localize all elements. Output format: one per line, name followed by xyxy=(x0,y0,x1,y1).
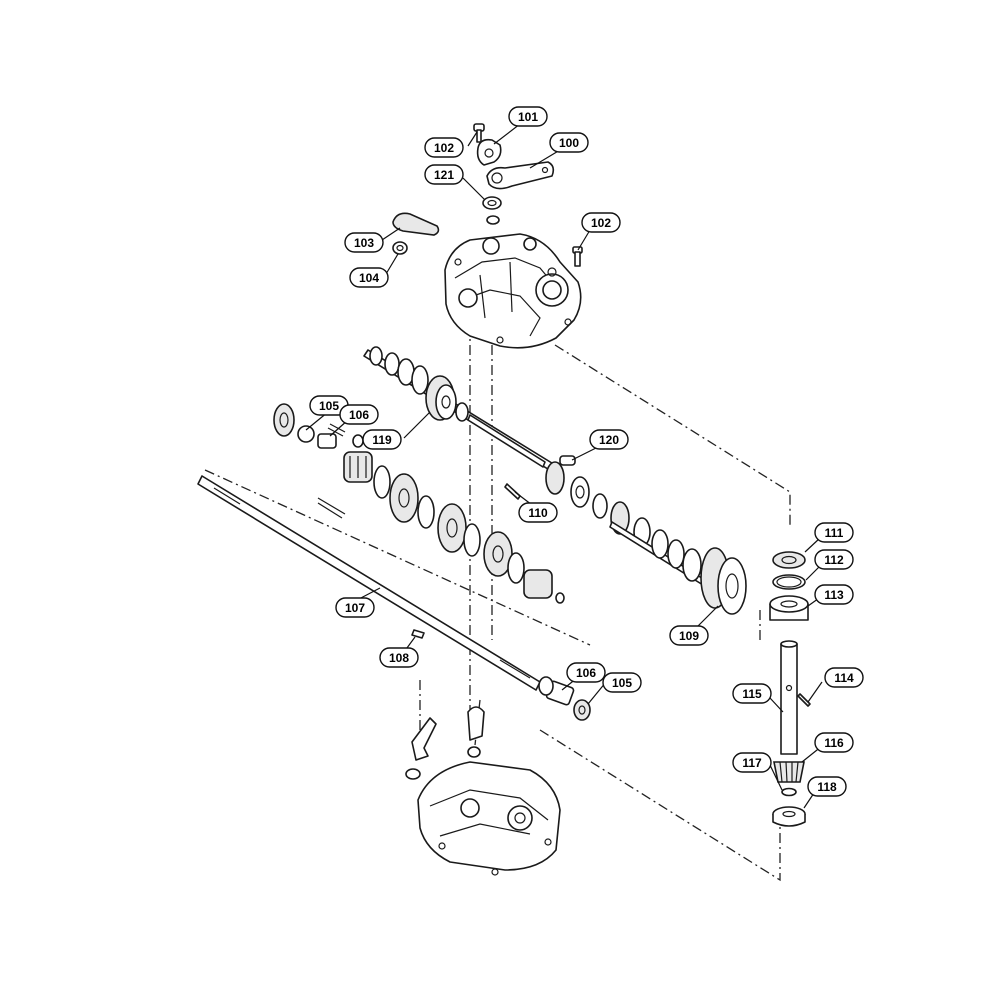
bearing-113 xyxy=(769,595,809,621)
shift-key-103 xyxy=(392,212,440,236)
pin-120 xyxy=(559,455,576,466)
callout-119-text: 119 xyxy=(372,433,392,447)
washer-121 xyxy=(482,196,502,225)
callout-114-text: 114 xyxy=(834,671,854,685)
ring-117 xyxy=(781,787,797,797)
detent-bracket-101 xyxy=(476,138,502,166)
bolt-102-right xyxy=(572,246,583,267)
callout-107: 107 xyxy=(335,597,375,618)
callout-105-bottom: 105 xyxy=(602,672,642,693)
callout-115-text: 115 xyxy=(742,687,762,701)
callout-110-text: 110 xyxy=(528,506,548,520)
output-shaft-107 xyxy=(197,475,591,721)
shift-lever-group xyxy=(392,123,583,267)
callout-109-text: 109 xyxy=(679,629,699,643)
vertical-output-assembly xyxy=(769,551,811,827)
callout-108: 108 xyxy=(379,647,419,668)
key-108 xyxy=(411,629,425,639)
seal-111 xyxy=(772,551,806,569)
callout-112: 112 xyxy=(814,549,854,570)
callout-105-top-text: 105 xyxy=(319,399,339,413)
callout-119: 119 xyxy=(362,429,402,450)
shaft-115 xyxy=(780,640,798,755)
callout-103-text: 103 xyxy=(354,236,374,250)
callout-101: 101 xyxy=(508,106,548,127)
callout-120-text: 120 xyxy=(599,433,619,447)
callout-106-bottom-text: 106 xyxy=(576,666,596,680)
pin-114 xyxy=(797,693,811,707)
callout-117-text: 117 xyxy=(742,756,762,770)
callout-113: 113 xyxy=(814,584,854,605)
roll-pin-110 xyxy=(504,483,521,500)
bearing-105-bottom xyxy=(573,699,591,721)
callout-100-text: 100 xyxy=(559,136,579,150)
callout-114: 114 xyxy=(824,667,864,688)
bearing-105-top xyxy=(273,403,295,437)
pinion-116 xyxy=(773,761,805,783)
callout-106-top: 106 xyxy=(339,404,379,425)
shift-dog xyxy=(343,451,373,483)
callout-121-text: 121 xyxy=(434,168,454,182)
input-shaft-assembly xyxy=(363,346,747,615)
callout-103: 103 xyxy=(344,232,384,253)
callout-107-text: 107 xyxy=(345,601,365,615)
leader-lines xyxy=(305,123,823,809)
ring-112 xyxy=(772,574,806,590)
callout-110: 110 xyxy=(518,502,558,523)
upper-housing xyxy=(444,233,582,349)
seal-104 xyxy=(392,241,408,255)
callout-101-text: 101 xyxy=(518,110,538,124)
callout-112-text: 112 xyxy=(824,553,844,567)
callout-108-text: 108 xyxy=(389,651,409,665)
callout-102-right-text: 102 xyxy=(591,216,611,230)
spacer-106-top xyxy=(317,433,337,449)
callout-116: 116 xyxy=(814,732,854,753)
callout-109: 109 xyxy=(669,625,709,646)
callout-106-top-text: 106 xyxy=(349,408,369,422)
shift-arm-100 xyxy=(486,161,555,190)
callout-117: 117 xyxy=(732,752,772,773)
callout-120: 120 xyxy=(589,429,629,450)
callout-102-top: 102 xyxy=(424,137,464,158)
callout-115: 115 xyxy=(732,683,772,704)
callout-113-text: 113 xyxy=(824,588,844,602)
callout-118: 118 xyxy=(807,776,847,797)
callout-100: 100 xyxy=(549,132,589,153)
bevel-gear-upper xyxy=(545,461,590,508)
callout-116-text: 116 xyxy=(824,736,844,750)
gear-119 xyxy=(425,375,457,421)
bolt-102-top xyxy=(473,123,485,143)
lower-housing xyxy=(405,706,561,876)
gear-cluster-left xyxy=(273,403,565,604)
callout-118-text: 118 xyxy=(817,780,837,794)
shift-fork-right xyxy=(467,706,485,758)
callout-102-top-text: 102 xyxy=(434,141,454,155)
shift-fork-left xyxy=(405,717,437,780)
callout-111: 111 xyxy=(814,522,854,543)
callout-121: 121 xyxy=(424,164,464,185)
callout-102-right: 102 xyxy=(581,212,621,233)
ring-gear-109 xyxy=(700,547,747,615)
callout-111-text: 111 xyxy=(825,526,844,540)
bushing-118 xyxy=(772,806,806,827)
callout-106-bottom: 106 xyxy=(566,662,606,683)
assembly-guide-lines xyxy=(204,305,791,882)
callout-104-text: 104 xyxy=(359,271,379,285)
callout-104: 104 xyxy=(349,267,389,288)
callout-105-bottom-text: 105 xyxy=(612,676,632,690)
